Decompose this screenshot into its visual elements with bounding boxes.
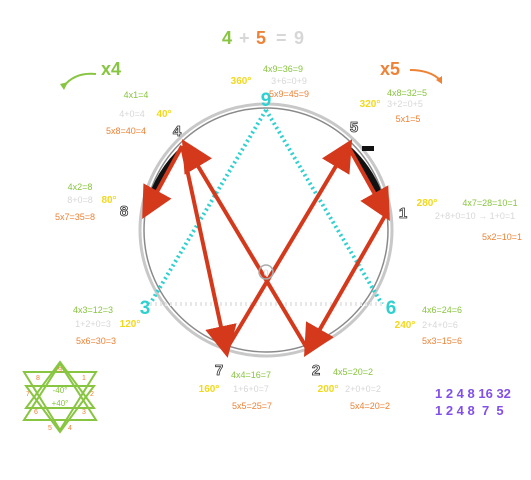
- a2-line-b: 2+0+0=2: [345, 384, 381, 394]
- title-5: 5: [256, 28, 266, 48]
- node-5: 5: [350, 119, 358, 136]
- star-1: 1: [82, 375, 86, 382]
- top-line-a: 4x9=36=9: [263, 64, 303, 74]
- star-8: 8: [36, 375, 40, 382]
- main-circle: [138, 102, 394, 358]
- star-4: 4: [68, 425, 72, 432]
- x5-arrowhead-icon: [436, 76, 442, 84]
- node-6: 6: [386, 298, 397, 319]
- center-mark: 0: [263, 268, 268, 278]
- x4-curve-arrow-icon: [63, 72, 97, 87]
- node-3: 3: [140, 298, 151, 319]
- node-1: 1: [399, 205, 407, 222]
- a8-line-b: 8+0=8: [67, 195, 93, 205]
- a1-line-a: 4x7=28=10=1: [462, 198, 517, 208]
- title-equals: =: [276, 28, 287, 48]
- a3-line-c: 5x6=30=3: [76, 336, 116, 346]
- a8-line-c: 5x7=35=8: [55, 212, 95, 222]
- a6-line-c: 5x3=15=6: [422, 336, 462, 346]
- a4-line-b: 4+0=4: [119, 109, 145, 119]
- node-7: 7: [215, 362, 223, 379]
- cyan-triangle: [148, 108, 384, 306]
- a3-line-b: 1+2+0=3: [75, 319, 111, 329]
- title-4: 4: [222, 28, 232, 48]
- star-7: 7: [26, 391, 30, 398]
- star-6: 6: [34, 409, 38, 416]
- a7-line-b: 1+6+0=7: [233, 384, 269, 394]
- minus-mark: [362, 146, 374, 151]
- a7-line-c: 5x5=25=7: [232, 401, 272, 411]
- star-3: 3: [82, 409, 86, 416]
- title: 4 + 5 = 9: [222, 28, 304, 48]
- a4-line-c: 5x8=40=4: [106, 126, 146, 136]
- x5-label: x5: [380, 59, 400, 79]
- a1-deg: 280°: [417, 198, 438, 209]
- a5-line-c: 5x1=5: [396, 114, 421, 124]
- a4-deg: 40°: [156, 109, 171, 120]
- star-minus: -40°: [53, 386, 68, 395]
- a6-deg: 240°: [395, 320, 416, 331]
- x4-label: x4: [101, 59, 121, 79]
- sequence-row-1: 1 2 4 8 16 32: [435, 386, 511, 401]
- a5-deg: 320°: [360, 99, 381, 110]
- top-line-b: 3+6=0+9: [271, 76, 307, 86]
- a1-line-b: 2+8+0=10 → 1+0=1: [435, 211, 515, 221]
- a6-line-a: 4x6=24=6: [422, 305, 462, 315]
- node-8: 8: [120, 203, 128, 220]
- top-deg: 360°: [231, 76, 252, 87]
- nine-point-star: [22, 360, 98, 434]
- a4-line-a: 4x1=4: [124, 90, 149, 100]
- a2-deg: 200°: [318, 384, 339, 395]
- a8-line-a: 4x2=8: [68, 182, 93, 192]
- star-2: 2: [90, 391, 94, 398]
- node-4: 4: [173, 123, 182, 140]
- a5-line-b: 3+2=0+5: [387, 99, 423, 109]
- node-2: 2: [312, 362, 320, 379]
- x5-curve-arrow-icon: [409, 69, 441, 81]
- x4-arrowhead-icon: [60, 82, 68, 90]
- a1-line-c: 5x2=10=1: [482, 232, 522, 242]
- a8-deg: 80°: [101, 195, 116, 206]
- node-9: 9: [261, 90, 272, 111]
- sequence-row-2: 1 2 4 8 7 5: [435, 403, 504, 418]
- star-9: 9: [58, 367, 62, 374]
- top-line-c: 5x9=45=9: [269, 89, 309, 99]
- a2-line-a: 4x5=20=2: [333, 367, 373, 377]
- star-plus: +40°: [52, 399, 69, 408]
- a2-line-c: 5x4=20=2: [350, 401, 390, 411]
- title-plus: +: [239, 28, 250, 48]
- a7-deg: 160°: [199, 384, 220, 395]
- star-5: 5: [48, 425, 52, 432]
- a6-line-b: 2+4+0=6: [422, 320, 458, 330]
- title-9: 9: [294, 28, 304, 48]
- a7-line-a: 4x4=16=7: [231, 370, 271, 380]
- red-arrows: [142, 139, 390, 358]
- a3-deg: 120°: [120, 319, 141, 330]
- a5-line-a: 4x8=32=5: [387, 88, 427, 98]
- a3-line-a: 4x3=12=3: [73, 305, 113, 315]
